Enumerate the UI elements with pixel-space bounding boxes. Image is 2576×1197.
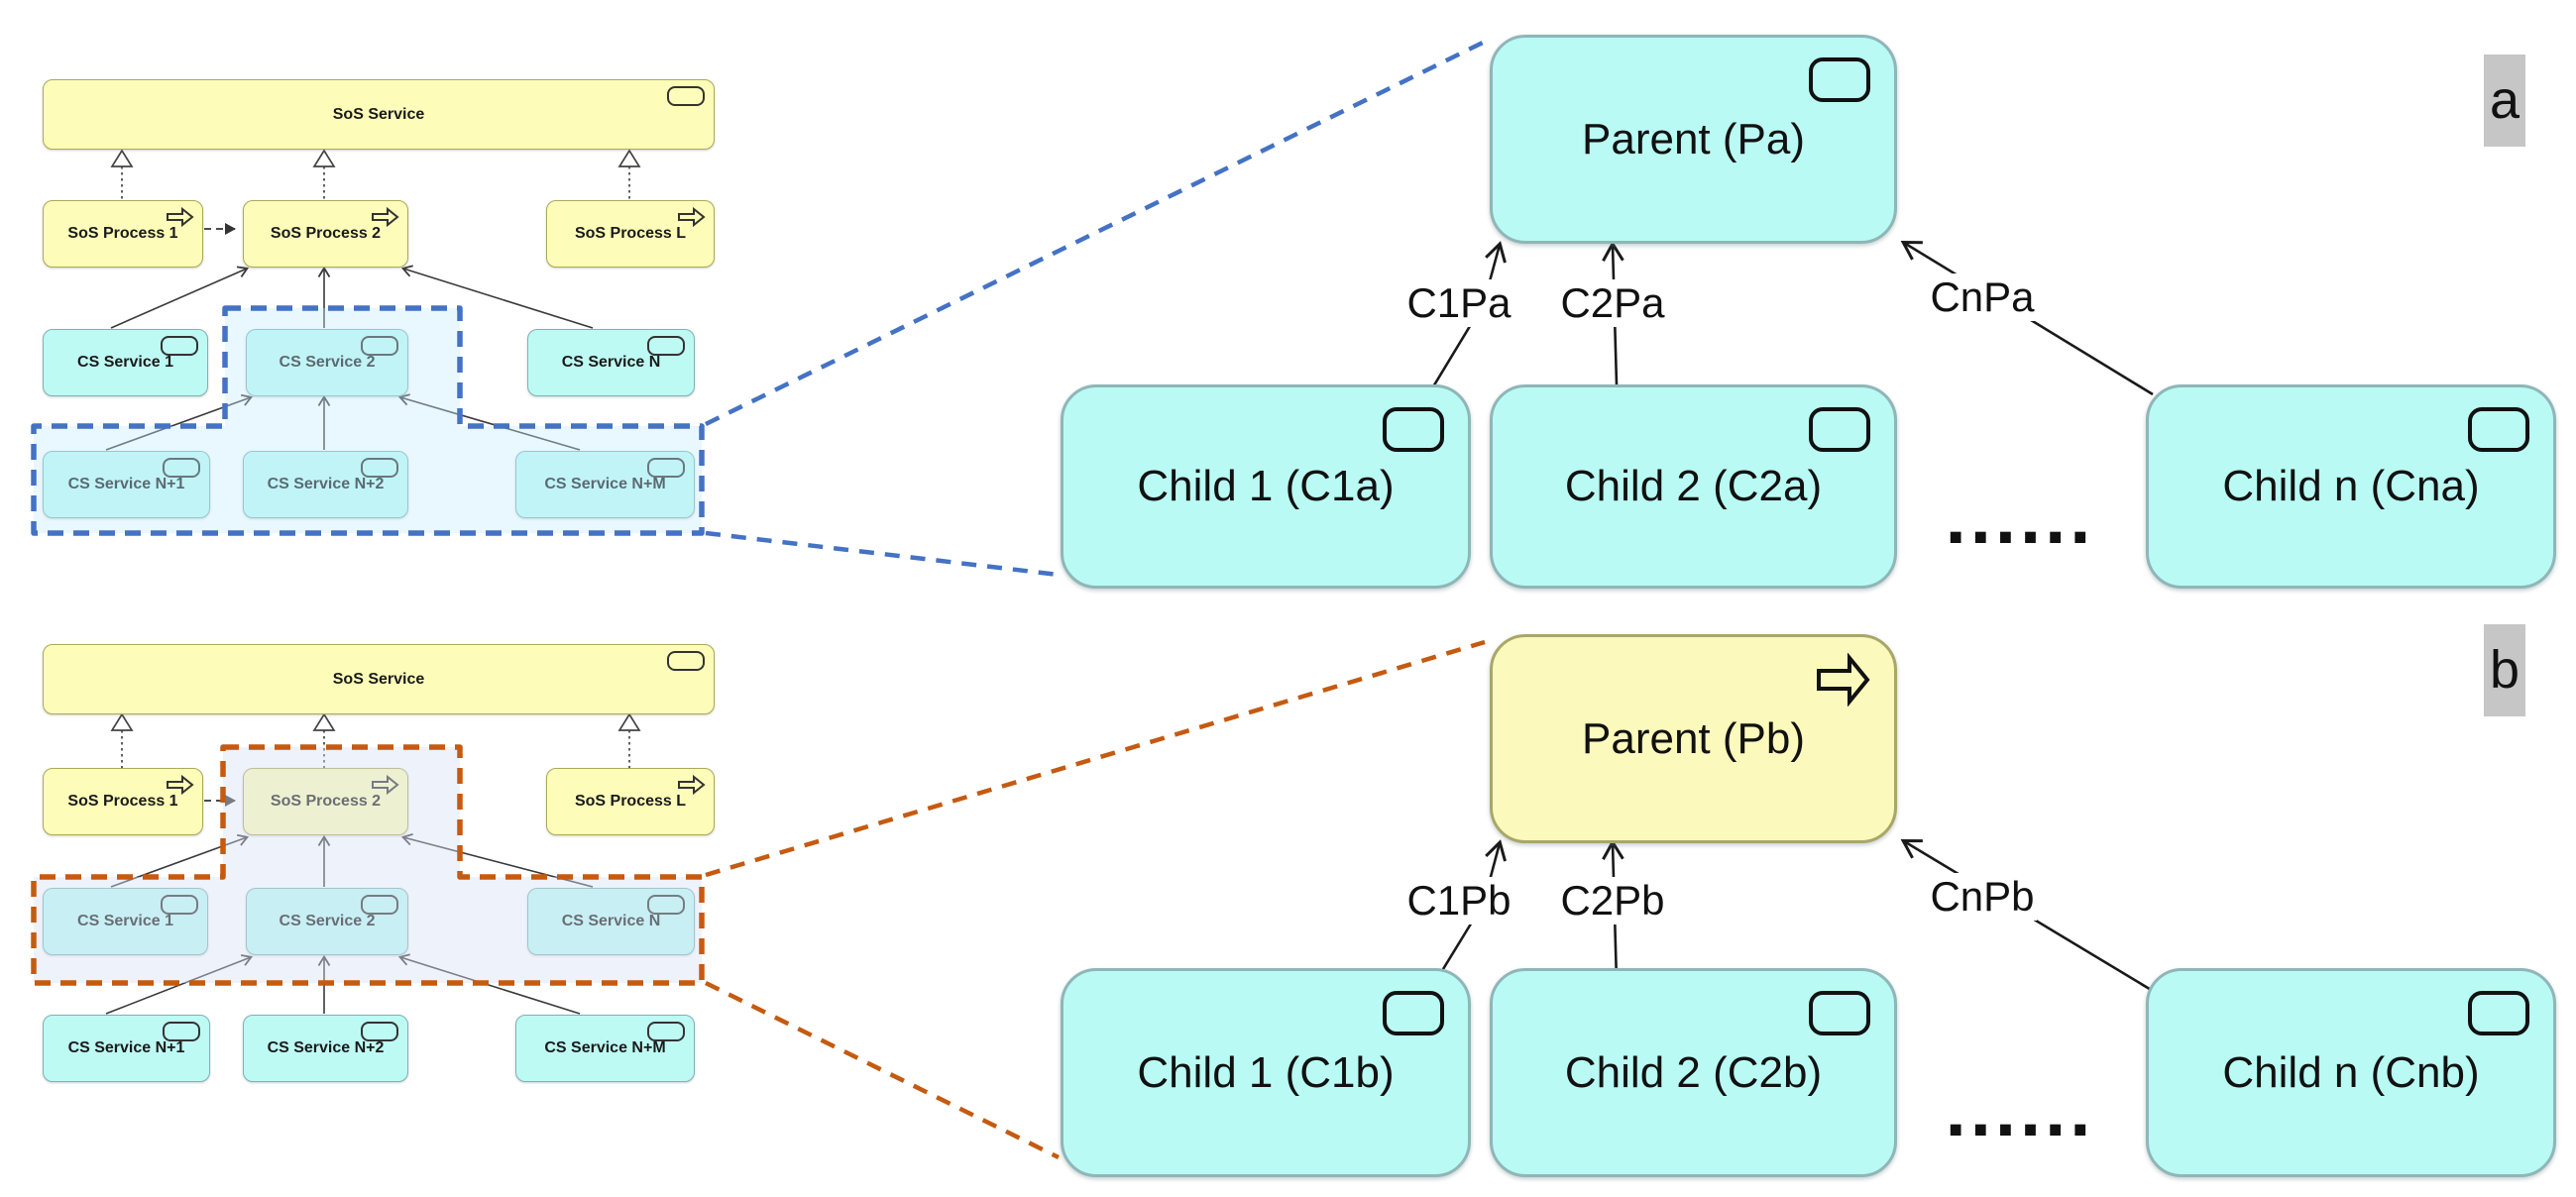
- parent-pa-box: Parent (Pa): [1490, 35, 1897, 244]
- service-icon: [647, 336, 685, 356]
- child-1b-label: Child 1 (C1b): [1137, 1047, 1395, 1097]
- sos-process-l-label: SoS Process L: [574, 225, 687, 242]
- service-icon: [667, 86, 705, 106]
- edge-label-cnpa: CnPa: [1928, 273, 2037, 321]
- detail-a-edges: [1430, 240, 2154, 396]
- cs-service-1-box: CS Service 1: [43, 888, 208, 955]
- process-icon: [678, 774, 706, 796]
- process-icon: [372, 774, 399, 796]
- cs-service-2-label: CS Service 2: [279, 354, 376, 371]
- panel-tag-b: b: [2484, 624, 2525, 716]
- cs-service-1-label: CS Service 1: [77, 913, 173, 929]
- ellipsis-a: ......: [1945, 476, 2095, 560]
- edge-label-c1pb: C1Pb: [1404, 877, 1513, 925]
- cs-service-nm-box: CS Service N+M: [515, 1015, 695, 1082]
- child-1b-box: Child 1 (C1b): [1061, 968, 1471, 1177]
- service-icon: [647, 895, 685, 915]
- sos-service-box: SoS Service: [43, 644, 715, 714]
- service-icon: [1809, 991, 1870, 1035]
- panel-tag-a: a: [2484, 54, 2525, 147]
- service-icon: [2468, 407, 2529, 452]
- service-icon: [361, 458, 398, 478]
- service-icon: [163, 458, 200, 478]
- cs-service-nm-label: CS Service N+M: [544, 476, 666, 492]
- cs-service-n2-label: CS Service N+2: [267, 1039, 385, 1056]
- sos-process-2-label: SoS Process 2: [270, 225, 382, 242]
- cs-service-n1-label: CS Service N+1: [67, 1039, 185, 1056]
- child-2b-box: Child 2 (C2b): [1490, 968, 1897, 1177]
- sos-service-label: SoS Service: [332, 105, 425, 123]
- cs-service-n2-box: CS Service N+2: [243, 451, 408, 518]
- service-icon: [1383, 991, 1444, 1035]
- parent-pb-label: Parent (Pb): [1582, 713, 1805, 763]
- cs-service-2-label: CS Service 2: [279, 913, 376, 929]
- service-icon: [163, 1022, 200, 1041]
- cs-service-n1-label: CS Service N+1: [67, 476, 185, 492]
- service-icon: [161, 336, 198, 356]
- child-2a-box: Child 2 (C2a): [1490, 384, 1897, 589]
- edge-label-c2pa: C2Pa: [1558, 279, 1667, 327]
- service-icon: [2468, 991, 2529, 1035]
- cs-service-n1-box: CS Service N+1: [43, 451, 210, 518]
- cs-service-n-label: CS Service N: [561, 354, 661, 371]
- realization-arrows-a: [110, 149, 641, 200]
- sos-service-box: SoS Service: [43, 79, 715, 150]
- process-icon: [167, 774, 194, 796]
- sos-process-l-box: SoS Process L: [546, 768, 715, 835]
- service-icon: [1809, 407, 1870, 452]
- service-icon: [1809, 57, 1870, 102]
- child-1a-box: Child 1 (C1a): [1061, 384, 1471, 589]
- realization-arrows-b: [110, 712, 641, 768]
- sos-process-2-box: SoS Process 2: [243, 768, 408, 835]
- cs-service-1-box: CS Service 1: [43, 329, 208, 396]
- process-icon: [1817, 653, 1870, 707]
- child-na-label: Child n (Cna): [2222, 462, 2480, 510]
- sos-process-1-box: SoS Process 1: [43, 768, 203, 835]
- sos-process-1-label: SoS Process 1: [67, 793, 178, 810]
- cs-service-n1-box: CS Service N+1: [43, 1015, 210, 1082]
- child-1a-label: Child 1 (C1a): [1137, 462, 1395, 510]
- sos-process-2-label: SoS Process 2: [270, 793, 382, 810]
- process-icon: [167, 206, 194, 228]
- cs-service-2-box: CS Service 2: [246, 329, 408, 396]
- sos-process-1-label: SoS Process 1: [67, 225, 178, 242]
- child-2b-label: Child 2 (C2b): [1564, 1047, 1823, 1097]
- parent-pa-label: Parent (Pa): [1582, 114, 1805, 163]
- sos-process-2-box: SoS Process 2: [243, 200, 408, 268]
- cs-service-2-box: CS Service 2: [246, 888, 408, 955]
- service-icon: [161, 895, 198, 915]
- cs-service-nm-box: CS Service N+M: [515, 451, 695, 518]
- cs-service-nm-label: CS Service N+M: [544, 1039, 666, 1056]
- service-icon: [361, 1022, 398, 1041]
- sos-process-1-box: SoS Process 1: [43, 200, 203, 268]
- service-icon: [361, 336, 398, 356]
- child-nb-box: Child n (Cnb): [2146, 968, 2556, 1177]
- service-icon: [1383, 407, 1444, 452]
- parent-pb-box: Parent (Pb): [1490, 634, 1897, 843]
- child-na-box: Child n (Cna): [2146, 384, 2556, 589]
- sos-service-label: SoS Service: [332, 670, 425, 688]
- service-icon: [647, 458, 685, 478]
- child-2a-label: Child 2 (C2a): [1564, 462, 1823, 510]
- service-icon: [647, 1022, 685, 1041]
- service-icon: [361, 895, 398, 915]
- child-nb-label: Child n (Cnb): [2222, 1047, 2480, 1097]
- cs-service-n2-box: CS Service N+2: [243, 1015, 408, 1082]
- cs-service-n2-label: CS Service N+2: [267, 476, 385, 492]
- sos-process-l-label: SoS Process L: [574, 793, 687, 810]
- cs-service-n-box: CS Service N: [527, 888, 695, 955]
- cs-service-1-label: CS Service 1: [77, 354, 173, 371]
- edge-label-c1pa: C1Pa: [1404, 279, 1513, 327]
- sos-process-l-box: SoS Process L: [546, 200, 715, 268]
- process-icon: [372, 206, 399, 228]
- process-icon: [678, 206, 706, 228]
- edge-label-c2pb: C2Pb: [1558, 877, 1667, 925]
- cs-service-n-label: CS Service N: [561, 913, 661, 929]
- ellipsis-b: ......: [1945, 1068, 2095, 1152]
- cs-service-n-box: CS Service N: [527, 329, 695, 396]
- service-icon: [667, 651, 705, 671]
- edge-label-cnpb: CnPb: [1928, 873, 2037, 921]
